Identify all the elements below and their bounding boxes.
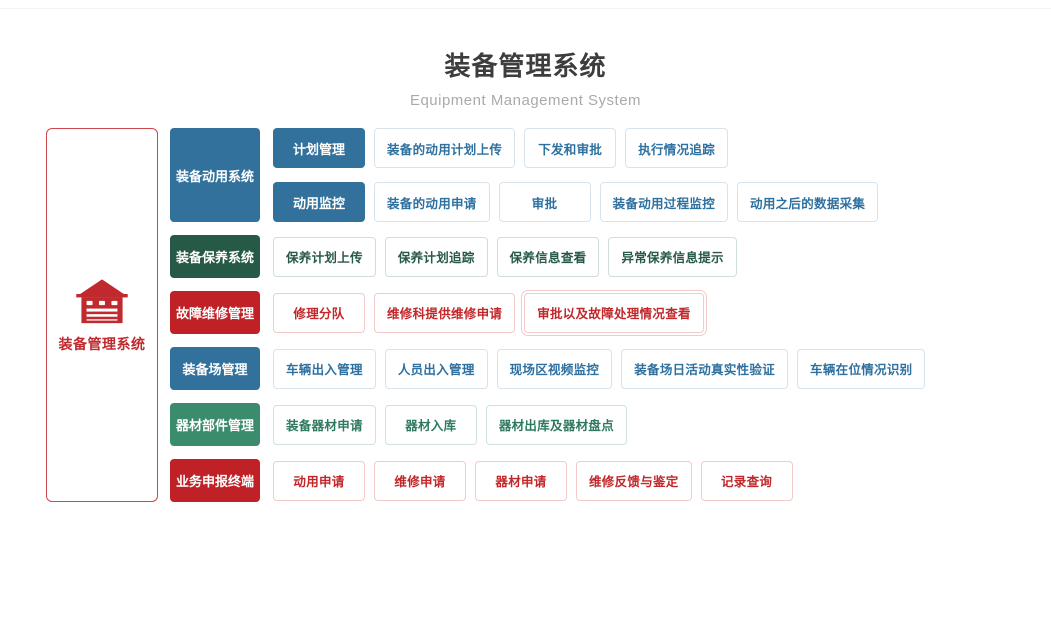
top-divider — [0, 8, 1051, 9]
feature-node: 车辆在位情况识别 — [797, 348, 926, 389]
subgroup-row: 动用监控装备的动用申请审批装备动用过程监控动用之后的数据采集 — [273, 182, 879, 222]
feature-node: 维修科提供维修申请 — [374, 292, 516, 333]
category-node: 装备保养系统 — [170, 235, 260, 278]
feature-node: 保养计划上传 — [273, 236, 376, 277]
subgroup-row: 计划管理装备的动用计划上传下发和审批执行情况追踪 — [273, 128, 878, 168]
page-title: 装备管理系统 — [444, 51, 607, 81]
feature-node: 保养信息查看 — [496, 236, 600, 277]
group-row: 故障维修管理修理分队维修科提供维修申请审批以及故障处理情况查看 — [170, 289, 925, 336]
category-node: 故障维修管理 — [170, 291, 260, 334]
feature-node: 装备动用过程监控 — [599, 182, 729, 222]
feature-node: 装备器材申请 — [273, 404, 376, 445]
page-subtitle: Equipment Management System — [409, 92, 642, 109]
feature-node: 器材申请 — [475, 460, 567, 501]
group-row: 器材部件管理装备器材申请器材入库器材出库及器材盘点 — [170, 403, 925, 446]
feature-node: 审批 — [498, 182, 591, 222]
feature-node: 下发和审批 — [524, 128, 617, 168]
root-label: 装备管理系统 — [58, 336, 146, 352]
page-header: 装备管理系统 Equipment Management System — [0, 46, 1051, 109]
root-node: 装备管理系统 — [46, 128, 158, 502]
group-row: 业务申报终端动用申请维修申请器材申请维修反馈与鉴定记录查询 — [170, 459, 925, 502]
feature-node: 现场区视频监控 — [496, 348, 613, 389]
feature-node: 修理分队 — [273, 292, 365, 333]
feature-node: 审批以及故障处理情况查看 — [521, 289, 707, 336]
feature-row: 车辆出入管理人员出入管理现场区视频监控装备场日活动真实性验证车辆在位情况识别 — [273, 348, 926, 389]
garage-icon — [76, 279, 128, 324]
feature-node: 人员出入管理 — [384, 348, 488, 389]
feature-node: 维修申请 — [374, 460, 466, 501]
feature-node: 装备的动用申请 — [374, 182, 490, 222]
category-node: 装备动用系统 — [170, 128, 260, 222]
feature-row: 动用申请维修申请器材申请维修反馈与鉴定记录查询 — [273, 460, 793, 501]
category-node: 业务申报终端 — [170, 459, 260, 502]
feature-node: 器材入库 — [384, 404, 477, 445]
feature-node: 执行情况追踪 — [625, 128, 729, 168]
feature-node: 动用申请 — [273, 460, 365, 501]
subcategory-node: 计划管理 — [273, 128, 365, 168]
category-node: 装备场管理 — [170, 347, 260, 390]
subcategory-node: 动用监控 — [273, 182, 365, 222]
feature-node: 动用之后的数据采集 — [737, 182, 879, 222]
feature-node: 装备的动用计划上传 — [374, 128, 516, 168]
feature-node: 车辆出入管理 — [273, 348, 376, 389]
group-row: 装备动用系统计划管理装备的动用计划上传下发和审批执行情况追踪动用监控装备的动用申… — [170, 128, 925, 222]
feature-node: 保养计划追踪 — [384, 236, 488, 277]
feature-node: 异常保养信息提示 — [608, 236, 737, 277]
system-diagram: 装备管理系统 装备动用系统计划管理装备的动用计划上传下发和审批执行情况追踪动用监… — [46, 128, 926, 502]
subgroup-rows: 计划管理装备的动用计划上传下发和审批执行情况追踪动用监控装备的动用申请审批装备动… — [273, 128, 879, 222]
feature-node: 器材出库及器材盘点 — [485, 404, 628, 445]
feature-node: 装备场日活动真实性验证 — [621, 348, 789, 389]
feature-row: 保养计划上传保养计划追踪保养信息查看异常保养信息提示 — [273, 236, 737, 277]
feature-node: 记录查询 — [700, 460, 793, 501]
category-node: 器材部件管理 — [170, 403, 260, 446]
feature-row: 修理分队维修科提供维修申请审批以及故障处理情况查看 — [273, 289, 707, 336]
group-row: 装备场管理车辆出入管理人员出入管理现场区视频监控装备场日活动真实性验证车辆在位情… — [170, 347, 926, 390]
feature-node: 维修反馈与鉴定 — [576, 460, 692, 501]
feature-row: 装备器材申请器材入库器材出库及器材盘点 — [273, 404, 628, 445]
groups-column: 装备动用系统计划管理装备的动用计划上传下发和审批执行情况追踪动用监控装备的动用申… — [170, 128, 926, 502]
group-row: 装备保养系统保养计划上传保养计划追踪保养信息查看异常保养信息提示 — [170, 235, 925, 278]
